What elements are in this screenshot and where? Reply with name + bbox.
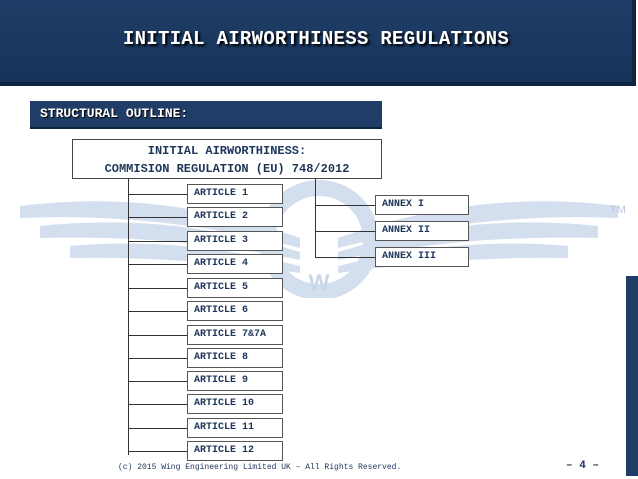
page-number: – 4 – xyxy=(566,460,600,472)
article-connector xyxy=(128,311,187,312)
article-connector xyxy=(128,428,187,429)
article-connector xyxy=(128,358,187,359)
article-node: ARTICLE 6 xyxy=(187,301,283,321)
section-header: STRUCTURAL OUTLINE: xyxy=(30,101,382,129)
side-tab xyxy=(626,276,638,476)
annex-connector xyxy=(315,205,375,206)
annex-connector xyxy=(315,257,375,258)
annex-node: ANNEX III xyxy=(375,247,469,267)
root-node-line2: COMMISION REGULATION (EU) 748/2012 xyxy=(104,162,350,176)
article-node: ARTICLE 5 xyxy=(187,278,283,298)
article-node: ARTICLE 8 xyxy=(187,348,283,368)
article-node: ARTICLE 12 xyxy=(187,441,283,461)
wing-logo-watermark: W xyxy=(20,180,618,298)
article-node: ARTICLE 4 xyxy=(187,254,283,274)
article-connector xyxy=(128,264,187,265)
slide-title: INITIAL AIRWORTHINESS REGULATIONS xyxy=(122,28,510,50)
footer-copyright: (c) 2015 Wing Engineering Limited UK – A… xyxy=(118,463,402,472)
article-node: ARTICLE 3 xyxy=(187,231,283,251)
root-node-line1: INITIAL AIRWORTHINESS: xyxy=(147,144,307,158)
connector-root-right xyxy=(315,179,316,257)
article-connector xyxy=(128,241,187,242)
article-connector xyxy=(128,381,187,382)
watermark-letter: W xyxy=(309,270,330,295)
annex-node: ANNEX II xyxy=(375,221,469,241)
article-node: ARTICLE 1 xyxy=(187,184,283,204)
section-label: STRUCTURAL OUTLINE: xyxy=(40,106,189,121)
annex-node: ANNEX I xyxy=(375,195,469,215)
article-node: ARTICLE 2 xyxy=(187,207,283,227)
article-node: ARTICLE 7&7A xyxy=(187,325,283,345)
article-connector xyxy=(128,335,187,336)
article-node: ARTICLE 9 xyxy=(187,371,283,391)
annex-connector xyxy=(315,231,375,232)
article-connector xyxy=(128,404,187,405)
article-connector xyxy=(128,194,187,195)
article-connector xyxy=(128,451,187,452)
root-node: INITIAL AIRWORTHINESS: COMMISION REGULAT… xyxy=(72,139,382,179)
article-connector xyxy=(128,217,187,218)
connector-root-left xyxy=(128,179,129,455)
trademark-mark: TM xyxy=(610,204,626,216)
article-connector xyxy=(128,288,187,289)
article-node: ARTICLE 10 xyxy=(187,394,283,414)
title-bar: INITIAL AIRWORTHINESS REGULATIONS xyxy=(0,0,636,86)
article-node: ARTICLE 11 xyxy=(187,418,283,438)
